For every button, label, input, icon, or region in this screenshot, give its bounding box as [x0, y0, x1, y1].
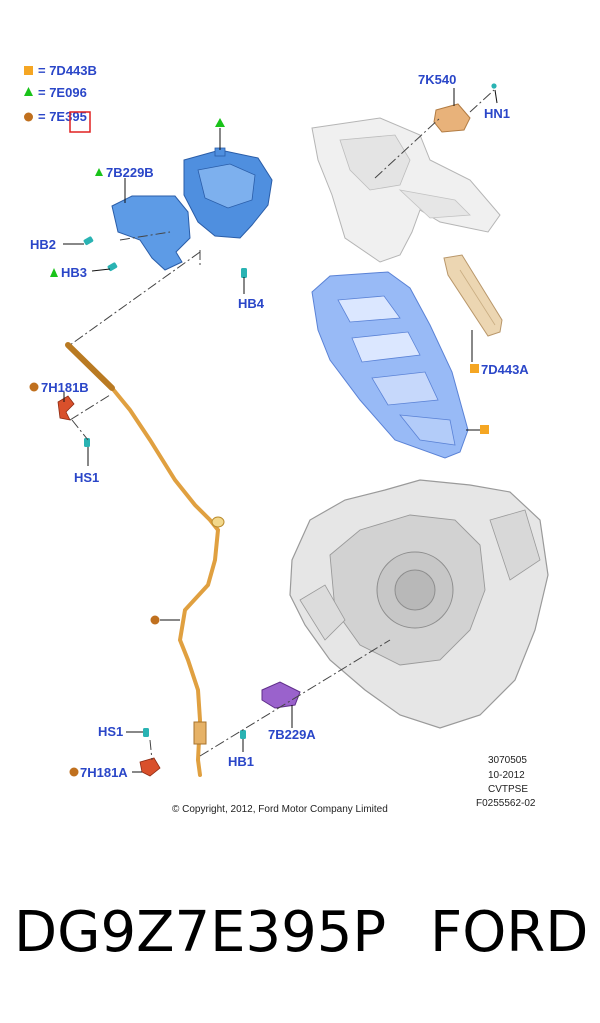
- label-hb4: HB4: [238, 296, 265, 311]
- label-hs1-top: HS1: [74, 470, 99, 485]
- transmission-housing: [289, 479, 549, 729]
- hb2-fastener: [83, 236, 94, 246]
- square-icon: [470, 364, 479, 373]
- brand-name: FORD: [430, 900, 589, 965]
- gray-bracket: [311, 117, 501, 263]
- console-frame: [311, 271, 469, 459]
- info-line-2: 10-2012: [488, 770, 525, 781]
- hs1-fastener-bottom: [143, 728, 149, 737]
- hb1-fastener: [240, 730, 246, 739]
- assembly-line: [69, 251, 201, 346]
- circle-icon: [29, 382, 39, 392]
- circle-icon: [150, 615, 160, 625]
- triangle-icon: [24, 87, 33, 96]
- hn1-fastener: [491, 83, 497, 89]
- part-7b229a: [261, 681, 301, 709]
- triangle-icon: [95, 168, 103, 176]
- hs1-fastener-top: [84, 438, 90, 447]
- label-hb1: HB1: [228, 754, 254, 769]
- label-hn1: HN1: [484, 106, 510, 121]
- legend-item-triangle: = 7E096: [38, 85, 87, 100]
- hb3-fastener: [107, 262, 118, 272]
- circle-icon: [69, 767, 79, 777]
- circle-icon: [24, 112, 33, 122]
- triangle-icon: [50, 268, 58, 277]
- part-7d443a: [443, 254, 503, 337]
- exploded-parts-diagram: = 7D443B = 7E096 = 7E395: [24, 63, 549, 815]
- square-icon: [24, 66, 33, 75]
- caption: DG9Z7E395P FORD: [0, 900, 600, 1010]
- part-7k540: [433, 103, 471, 133]
- triangle-icon: [215, 118, 225, 127]
- hb4-fastener: [241, 268, 247, 278]
- part-7h181b: [57, 395, 75, 421]
- legend: = 7D443B = 7E096 = 7E395: [24, 63, 97, 133]
- label-7d443a: 7D443A: [481, 362, 529, 377]
- info-line-4: F0255562-02: [476, 798, 536, 809]
- part-7b229b: [111, 147, 273, 271]
- label-hb2: HB2: [30, 237, 56, 252]
- label-hb3: HB3: [61, 265, 87, 280]
- label-7h181b: 7H181B: [41, 380, 89, 395]
- label-7b229b: 7B229B: [106, 165, 154, 180]
- info-line-1: 3070505: [488, 755, 527, 766]
- part-number: DG9Z7E395P: [14, 900, 387, 965]
- legend-item-square: = 7D443B: [38, 63, 97, 78]
- highlight-box: [69, 111, 91, 133]
- label-7k540: 7K540: [418, 72, 456, 87]
- square-icon: [480, 425, 489, 434]
- label-7h181a: 7H181A: [80, 765, 128, 780]
- shift-cable: [65, 342, 225, 777]
- info-line-3: CVTPSE: [488, 784, 528, 795]
- copyright-notice: © Copyright, 2012, Ford Motor Company Li…: [172, 804, 388, 815]
- part-7h181a: [139, 757, 161, 777]
- label-7b229a: 7B229A: [268, 727, 316, 742]
- label-hs1-bottom: HS1: [98, 724, 123, 739]
